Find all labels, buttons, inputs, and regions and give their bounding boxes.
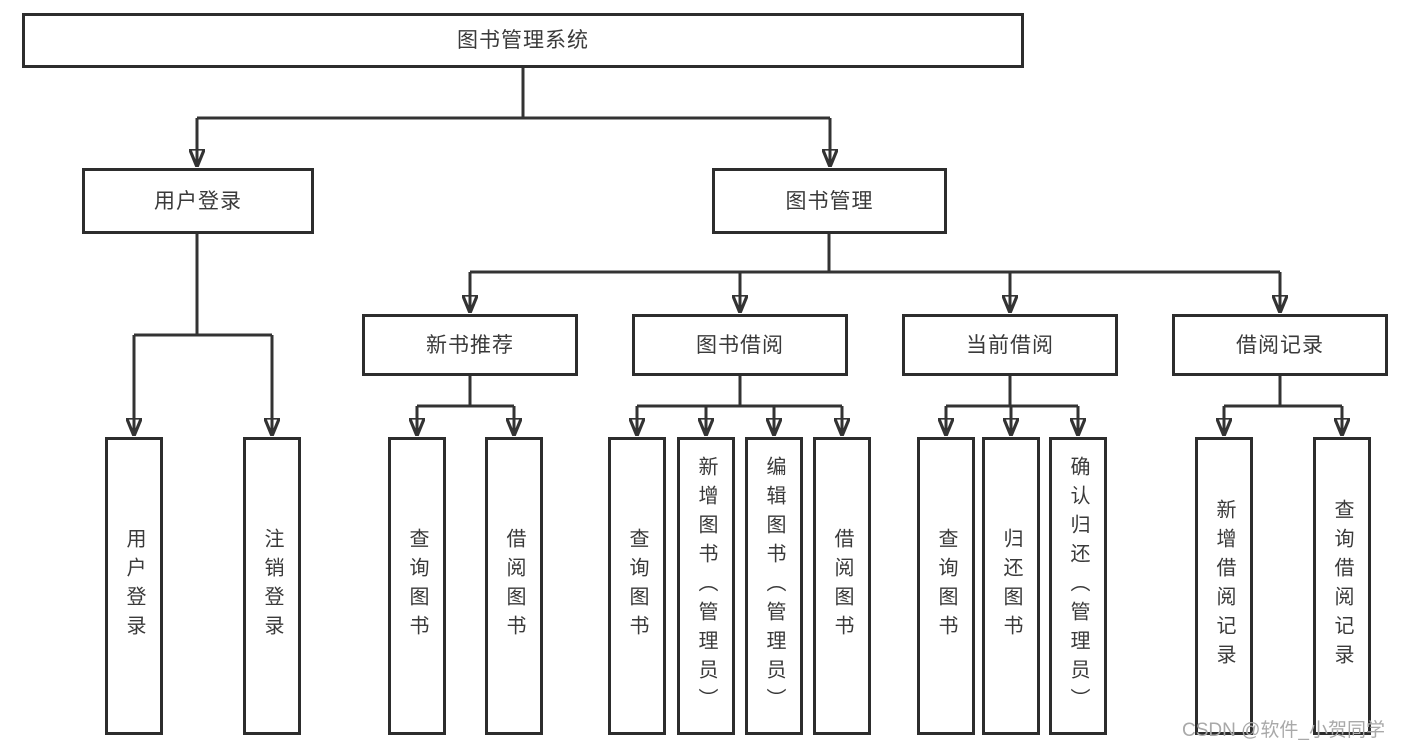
leaf-query-books-borrow: 查询图书 bbox=[608, 437, 666, 735]
leaf-user-login: 用户登录 bbox=[105, 437, 163, 735]
leaf-confirm-return-admin: 确认归还（管理员） bbox=[1049, 437, 1107, 735]
node-new-book-recommend: 新书推荐 bbox=[362, 314, 578, 376]
leaf-return-books: 归还图书 bbox=[982, 437, 1040, 735]
leaf-borrow-books: 借阅图书 bbox=[813, 437, 871, 735]
leaf-add-books-admin: 新增图书（管理员） bbox=[677, 437, 735, 735]
leaf-add-borrow-record: 新增借阅记录 bbox=[1195, 437, 1253, 735]
leaf-query-books-current: 查询图书 bbox=[917, 437, 975, 735]
node-user-login: 用户登录 bbox=[82, 168, 314, 234]
node-book-management: 图书管理 bbox=[712, 168, 947, 234]
leaf-logout: 注销登录 bbox=[243, 437, 301, 735]
leaf-query-books-recommend: 查询图书 bbox=[388, 437, 446, 735]
node-current-borrow: 当前借阅 bbox=[902, 314, 1118, 376]
node-root-library-system: 图书管理系统 bbox=[22, 13, 1024, 68]
leaf-edit-books-admin: 编辑图书（管理员） bbox=[745, 437, 803, 735]
leaf-borrow-books-recommend: 借阅图书 bbox=[485, 437, 543, 735]
node-borrow-records: 借阅记录 bbox=[1172, 314, 1388, 376]
csdn-watermark: CSDN @软件_小贺同学 bbox=[1182, 720, 1385, 741]
leaf-query-borrow-record: 查询借阅记录 bbox=[1313, 437, 1371, 735]
node-book-borrow: 图书借阅 bbox=[632, 314, 848, 376]
